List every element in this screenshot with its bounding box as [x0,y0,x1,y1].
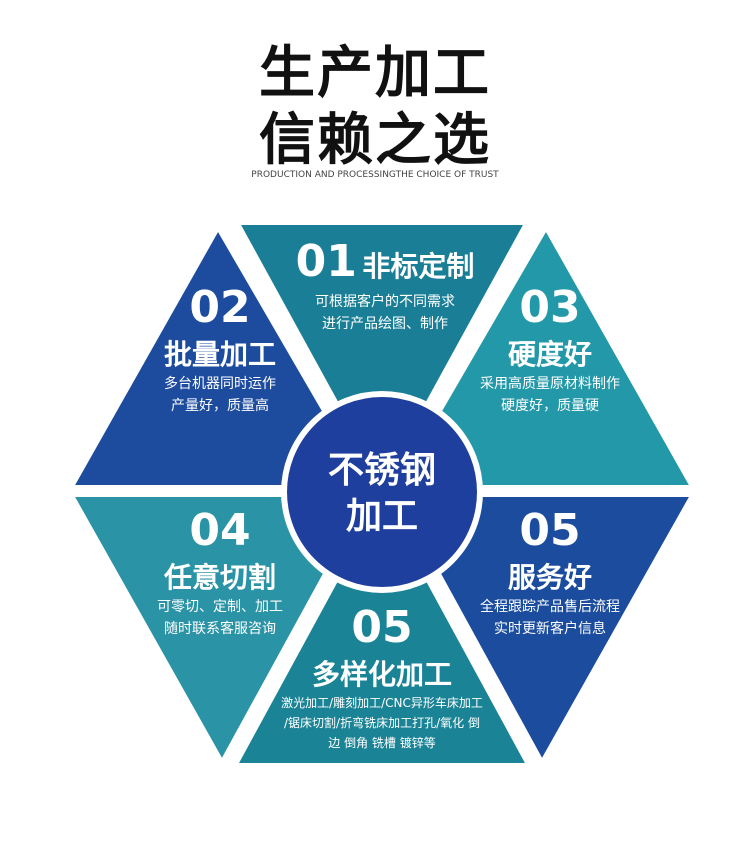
title-line1: 生产加工 [259,41,491,106]
segment-desc: /锯床切割/折弯铣床加工打孔/氧化 倒 [284,716,480,730]
title-line2: 信赖之选 [259,108,491,173]
center-circle [281,391,483,593]
segment-desc: 硬度好，质量硬 [501,398,599,414]
subtitle: PRODUCTION AND PROCESSINGTHE CHOICE OF T… [251,170,499,180]
segment-04: 04 任意切割 可零切、定制、加工 随时联系客服咨询 [120,505,320,640]
segment-desc: 实时更新客户信息 [494,621,606,637]
segment-06-shape [231,491,533,769]
segment-number: 05 [351,602,413,653]
segment-desc: 可零切、定制、加工 [157,599,283,615]
segment-desc: 激光加工/雕刻加工/CNC异形车床加工 [281,696,483,710]
segment-desc: 产量好，质量高 [171,398,269,414]
segment-04-shape [67,491,373,767]
center-line2: 加工 [345,496,418,537]
segment-desc: 采用高质量原材料制作 [480,376,620,392]
segment-desc: 多台机器同时运作 [164,376,276,392]
segment-03-shape [391,223,697,491]
segment-06: 05 多样化加工 激光加工/雕刻加工/CNC异形车床加工 /锯床切割/折弯铣床加… [252,602,512,753]
segment-title: 非标定制 [362,250,475,283]
segment-title: 服务好 [507,561,592,594]
center-label: 不锈钢 加工 [292,448,472,540]
segment-desc: 随时联系客服咨询 [164,621,276,637]
segment-number: 05 [519,505,581,556]
segment-desc: 边 倒角 铣槽 镀锌等 [328,736,436,750]
segment-desc: 进行产品绘图、制作 [322,316,448,332]
segment-title: 硬度好 [507,338,592,371]
segment-01: 01 非标定制 可根据客户的不同需求 进行产品绘图、制作 [260,236,510,335]
segment-02: 02 批量加工 多台机器同时运作 产量好，质量高 [120,282,320,417]
segment-03: 03 硬度好 采用高质量原材料制作 硬度好，质量硬 [440,282,660,417]
segment-title: 任意切割 [163,561,276,594]
segment-title: 多样化加工 [311,658,452,691]
segment-number: 03 [519,282,581,333]
segment-desc: 全程跟踪产品售后流程 [480,599,620,615]
segment-desc: 可根据客户的不同需求 [315,294,455,310]
segment-05-shape [391,491,697,767]
segment-title: 批量加工 [163,338,276,371]
segment-02-shape [67,223,373,491]
segment-number: 01 [295,236,357,287]
segment-01-shape [233,219,531,491]
segment-number: 04 [189,505,251,556]
segment-05: 05 服务好 全程跟踪产品售后流程 实时更新客户信息 [440,505,660,640]
center-line1: 不锈钢 [327,450,436,491]
segment-number: 02 [189,282,251,333]
